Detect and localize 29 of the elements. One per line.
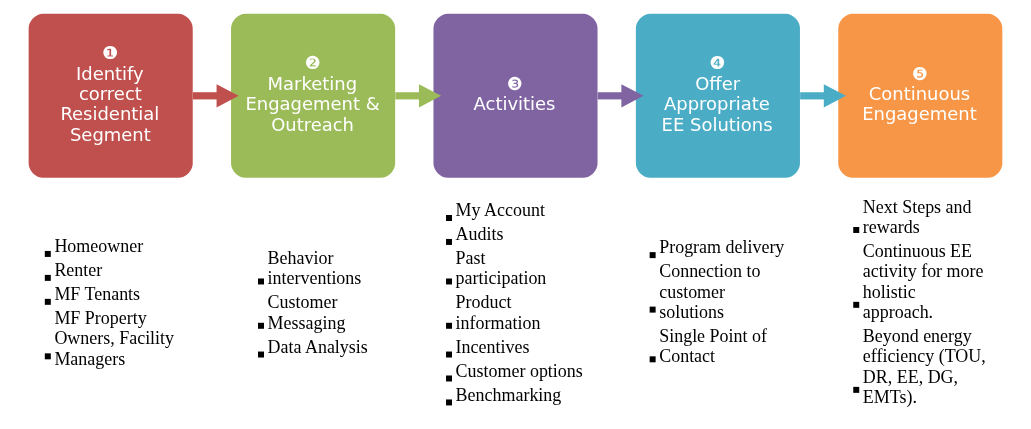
node-label: Behavior interventions xyxy=(267,247,362,288)
node-label: Continuous EE activity for more holistic approach. xyxy=(862,240,984,322)
node-box: ❹ Offer Appropriate EE Solutions xyxy=(635,13,800,178)
arrow xyxy=(395,83,442,107)
node-box: ❺ Continuous Engagement xyxy=(838,13,1003,178)
node-label: Single Point of Contact xyxy=(659,325,767,366)
arrow xyxy=(597,83,644,107)
node-label: MF Property Owners, Facility Managers xyxy=(54,307,175,369)
node-label: Connection to customer solutions xyxy=(659,260,761,322)
node-label: Program delivery xyxy=(659,236,785,257)
node-label: MF Tenants xyxy=(54,283,141,304)
node-label: Homeowner xyxy=(54,235,144,256)
node-label: Renter xyxy=(54,259,103,280)
node-box: ❷ Marketing Engagement & Outreach xyxy=(231,13,396,178)
node-label: My Account xyxy=(455,199,545,220)
node-label: Incentives xyxy=(455,336,530,357)
node-label: Beyond energy efficiency (TOU, DR, EE, DG, EMTs). xyxy=(862,325,986,407)
node-box: ❶ Identify correct Residential Segment xyxy=(28,13,193,178)
node-box: ❸ Activities xyxy=(433,13,598,178)
node-label: Benchmarking xyxy=(455,384,562,405)
arrow xyxy=(192,83,239,107)
node-label: Product information xyxy=(455,291,541,333)
node-label: Next Steps and rewards xyxy=(862,196,972,237)
node-label: Audits xyxy=(455,223,504,244)
node-label: Past participation xyxy=(455,247,547,288)
arrow xyxy=(800,83,846,107)
node-label: Data Analysis xyxy=(267,336,368,357)
node-label: Customer Messaging xyxy=(267,291,346,333)
node-label: Customer options xyxy=(455,360,583,381)
